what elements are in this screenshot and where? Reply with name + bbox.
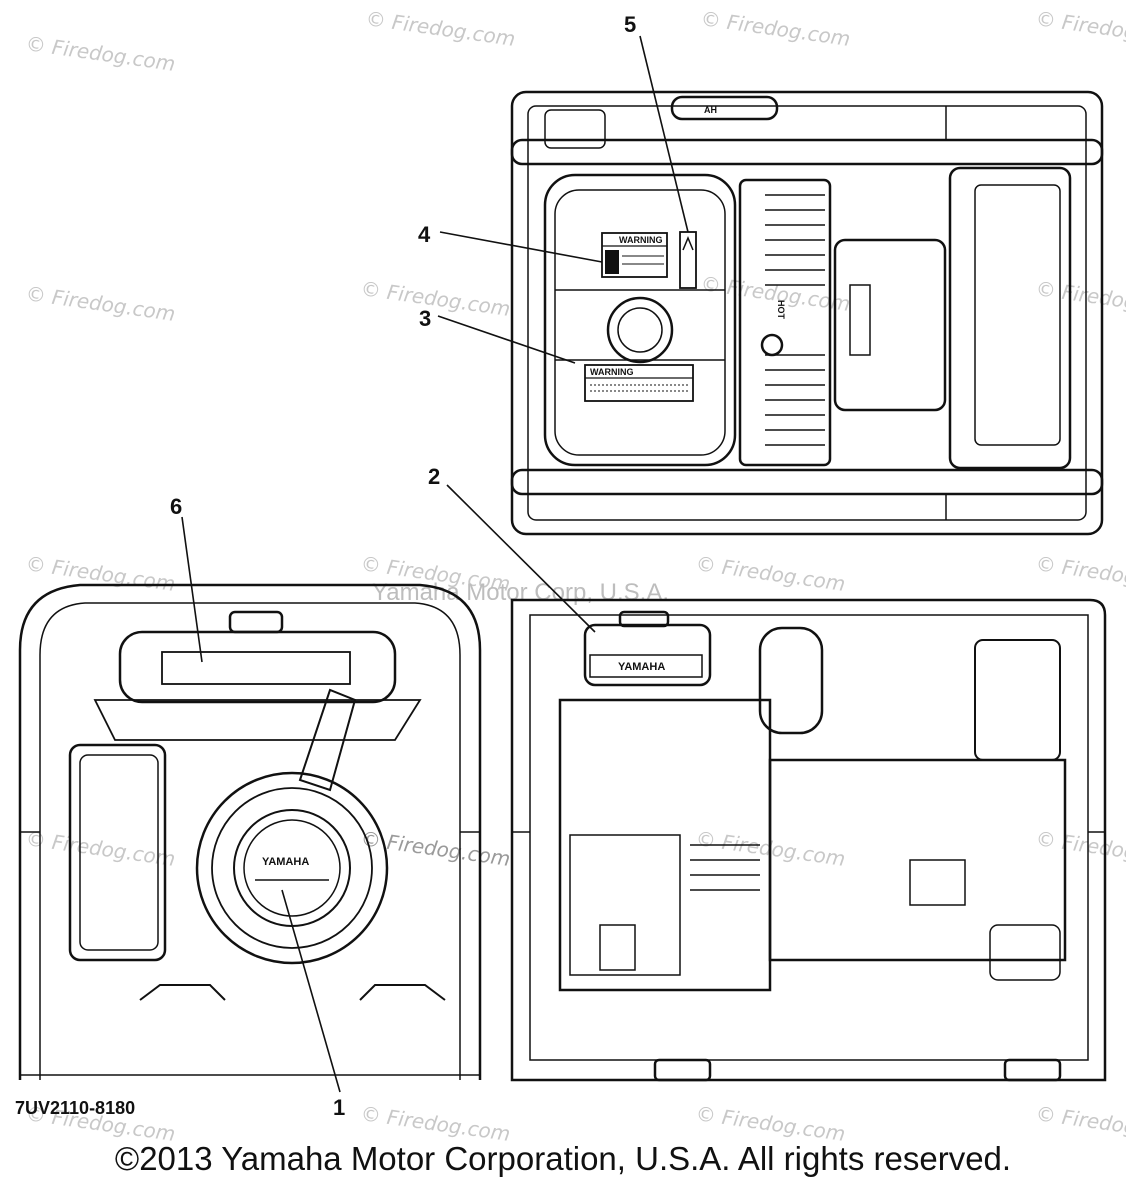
watermark-text: © Firedog.com — [359, 826, 512, 871]
ah-label-text: AH — [704, 105, 717, 115]
watermark-text: © Firedog.com — [359, 276, 512, 321]
watermark-text: © Firedog.com — [699, 6, 852, 51]
callout-5: 5 — [624, 12, 636, 37]
watermark-text: © Firedog.com — [694, 551, 847, 596]
diagram-part-number: 7UV2110-8180 — [15, 1098, 136, 1118]
watermark-text: © Firedog.com — [24, 826, 177, 871]
callout-1: 1 — [333, 1095, 345, 1120]
watermark-text: © Firedog.com — [24, 551, 177, 596]
brand-label-text: YAMAHA — [262, 856, 309, 868]
warning-label-text: WARNING — [590, 367, 634, 377]
watermark-text: © Firedog.com — [1034, 826, 1126, 871]
end-view-illustration — [18, 583, 482, 1080]
callout-2: 2 — [428, 464, 440, 489]
warning-label-text: WARNING — [619, 235, 663, 245]
watermark-text: © Firedog.com — [24, 281, 177, 326]
callout-4: 4 — [418, 222, 431, 247]
watermark-text: © Firedog.com — [1034, 276, 1126, 321]
callout-3: 3 — [419, 306, 431, 331]
watermark-text: © Firedog.com — [24, 31, 177, 76]
hot-label-text: HOT — [776, 300, 786, 320]
top-view-illustration — [510, 90, 1104, 536]
side-view-illustration — [510, 598, 1107, 1082]
watermark-text: © Firedog.com — [364, 6, 517, 51]
copyright-notice: ©2013 Yamaha Motor Corporation, U.S.A. A… — [114, 1140, 1012, 1177]
watermark-text: © Firedog.com — [1034, 551, 1126, 596]
brand-label-text: YAMAHA — [618, 661, 665, 673]
leader-lines — [181, 35, 689, 1093]
watermark-text: © Firedog.com — [1034, 6, 1126, 51]
callout-6: 6 — [170, 494, 182, 519]
center-watermark: Yamaha Motor Corp, U.S.A. — [372, 579, 669, 606]
